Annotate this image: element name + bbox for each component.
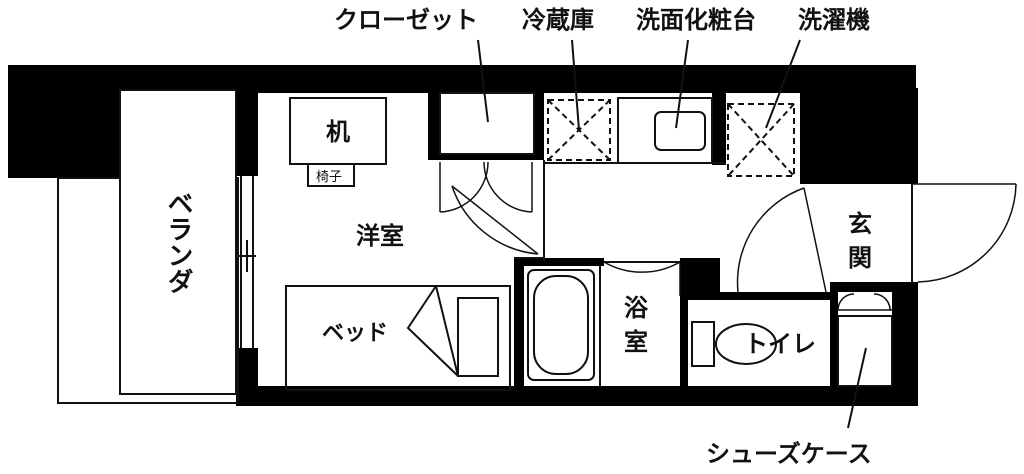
closet-box	[439, 92, 535, 155]
washer-leader	[765, 39, 801, 129]
partition-pillar	[236, 88, 258, 176]
desk-label: 机	[326, 118, 350, 146]
top-wall	[8, 65, 916, 93]
closet-label: クローゼット	[334, 6, 478, 34]
washer-x-1	[727, 103, 795, 177]
western-room-label: 洋室	[356, 222, 404, 250]
outlines	[57, 89, 913, 404]
washer-x-2	[727, 103, 795, 177]
bath-left-wall	[514, 258, 524, 388]
veranda-top-wall	[58, 65, 120, 178]
fixtures	[285, 92, 893, 391]
doors	[439, 161, 1017, 311]
entrance-jamb	[830, 282, 892, 292]
right-wall-upper	[800, 88, 918, 184]
veranda-label: ベランダ	[163, 190, 193, 294]
bathtub	[527, 269, 595, 381]
entrance-door-arc	[917, 183, 1017, 283]
washer-space	[727, 103, 795, 177]
toilet-left-wall	[680, 292, 688, 388]
right-wall-lower	[892, 282, 918, 406]
washbasin-counter	[617, 97, 713, 164]
entrance-label-2: 関	[848, 244, 872, 272]
washer-label: 洗濯機	[798, 6, 870, 34]
shoe-case	[837, 315, 893, 387]
fridge-leader	[571, 39, 580, 131]
toilet-bowl	[715, 323, 777, 365]
shoecase-divider	[830, 292, 838, 388]
room-door-arc	[451, 185, 539, 255]
closet-door-arc-1	[439, 161, 489, 213]
veranda-inner	[119, 89, 237, 395]
bath-toilet-pillar	[680, 258, 720, 298]
room-door-leaf	[451, 185, 539, 255]
closet-leader	[477, 39, 489, 123]
inner-door-leaf	[803, 187, 827, 293]
washbasin-leader	[675, 39, 689, 129]
closet-bottom	[428, 154, 544, 160]
fridge-space	[547, 99, 611, 161]
chair	[307, 163, 355, 187]
leader-lines	[477, 39, 867, 429]
toilet-tank	[691, 321, 715, 367]
chair-label: 椅子	[316, 170, 342, 185]
entrance-label-1: 玄	[848, 210, 872, 238]
shoecase-door-arc-1	[837, 293, 855, 311]
bed-fold	[435, 285, 459, 377]
shoecase-door-arc-2	[873, 293, 891, 311]
toilet-label: トイレ	[744, 330, 816, 358]
fridge-label: 冷蔵庫	[522, 6, 594, 34]
bed	[285, 285, 511, 391]
closet-door-arc-2	[483, 161, 533, 213]
washbasin-label: 洗面化粧台	[636, 6, 756, 34]
closet-left-wall	[428, 93, 440, 160]
closet-right-wall	[534, 93, 544, 160]
washbasin-bowl	[654, 111, 706, 151]
bath-label-2: 室	[624, 328, 648, 356]
inner-door-arc	[736, 187, 805, 293]
left-wall-block	[8, 65, 58, 178]
bathtub-inner	[533, 275, 589, 375]
bed-label: ベッド	[322, 321, 388, 346]
washbasin-right-wall	[712, 93, 726, 165]
bed-cover	[406, 285, 459, 377]
bed-pillow	[457, 297, 499, 377]
shoecase-leader	[847, 347, 867, 429]
bath-label-1: 浴	[624, 294, 649, 322]
bath-top-wall	[514, 258, 604, 266]
toilet-top-wall	[680, 292, 830, 300]
shoe-case-label: シューズケース	[706, 440, 872, 468]
bath-door-arc	[603, 261, 681, 273]
